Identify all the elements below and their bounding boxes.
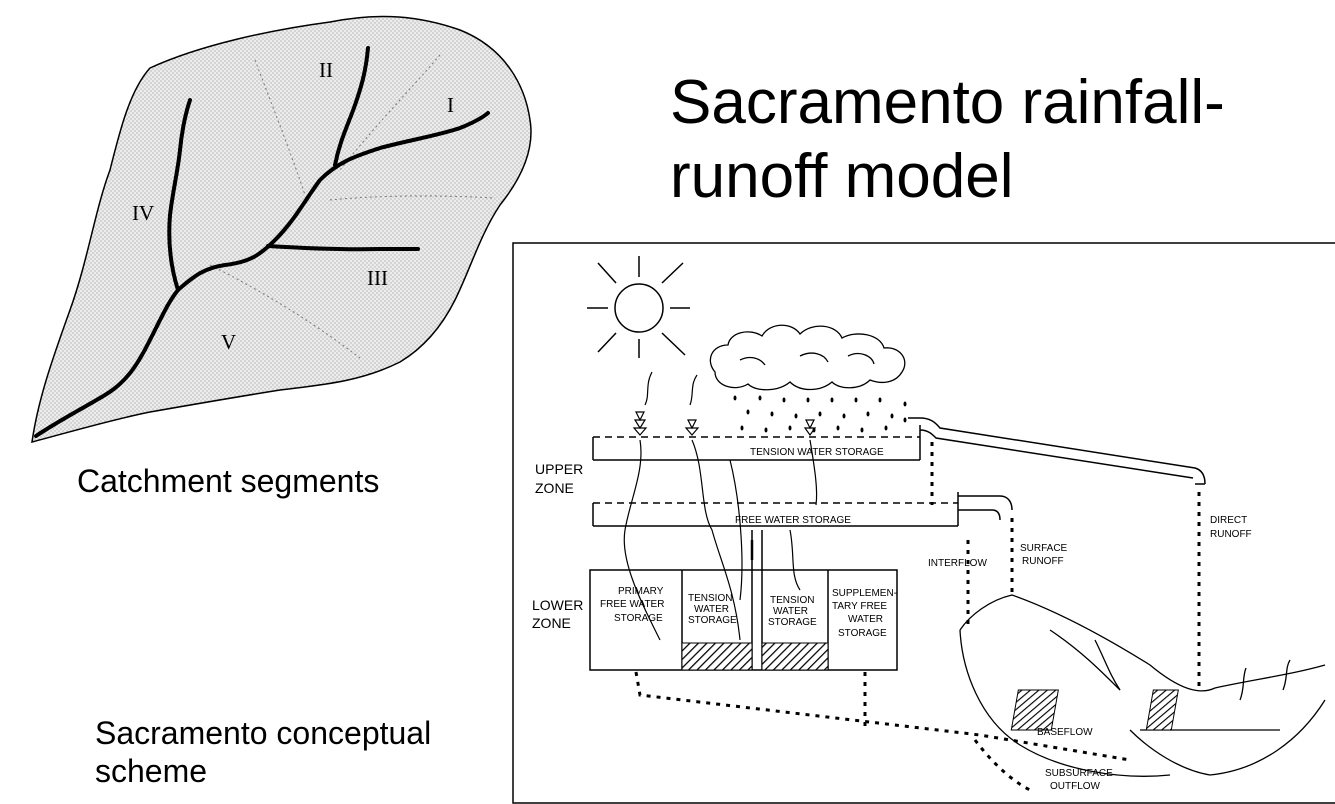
scheme-diagram: TENSION WATER STORAGE FREE WATER STORAGE xyxy=(512,242,1335,804)
catchment-caption: Catchment segments xyxy=(77,463,380,499)
tension-a-label-3: STORAGE xyxy=(688,615,737,626)
subsurface-label-1: SUBSURFACE xyxy=(1045,768,1113,779)
catchment-outline xyxy=(31,15,532,444)
interflow-label: INTERFLOW xyxy=(928,558,987,569)
tension-a-label-1: TENSION xyxy=(688,593,732,604)
title-line-1: Sacramento rainfall- xyxy=(670,68,1225,137)
primary-label-3: STORAGE xyxy=(614,613,663,624)
tension-b-label-2: WATER xyxy=(773,606,808,617)
tension-water-storage-upper xyxy=(592,425,921,461)
supp-label-2: TARY FREE xyxy=(832,601,887,612)
supp-label-3: WATER xyxy=(848,614,883,625)
channel-hatch-right xyxy=(1145,689,1179,731)
tributary-iii xyxy=(266,244,420,252)
page-title: Sacramento rainfall- runoff model xyxy=(670,66,1310,214)
scheme-caption: Sacramento conceptual scheme xyxy=(95,714,495,790)
segment-label-iv: IV xyxy=(132,201,154,225)
tension-b-label-1: TENSION xyxy=(770,595,814,606)
direct-runoff-pipe xyxy=(908,417,1206,485)
segment-label-v: V xyxy=(221,330,236,354)
tension-water-storage-label: TENSION WATER STORAGE xyxy=(750,447,884,458)
segment-label-ii: II xyxy=(319,58,333,82)
tributary-iv xyxy=(167,98,192,292)
tension-hatch-left xyxy=(681,642,753,671)
cloud-icon xyxy=(709,324,906,391)
segment-label-i: I xyxy=(447,93,454,117)
tension-a-label-2: WATER xyxy=(694,604,729,615)
free-water-storage-upper xyxy=(592,492,1013,527)
subsurface-label-2: OUTFLOW xyxy=(1050,781,1101,792)
channel-hatch-left xyxy=(1010,689,1059,731)
upper-zone-label-1: UPPER xyxy=(535,461,583,477)
surface-runoff-label-2: RUNOFF xyxy=(1022,556,1064,567)
lower-zone-label-2: ZONE xyxy=(532,615,571,631)
flow-paths xyxy=(634,442,1201,792)
catchment-map: I II III IV V xyxy=(31,15,532,444)
free-water-storage-label: FREE WATER STORAGE xyxy=(735,515,851,526)
main-river xyxy=(34,111,490,438)
segment-boundaries xyxy=(209,54,496,359)
lower-zone-label-1: LOWER xyxy=(532,597,583,613)
surface-runoff-label-1: SURFACE xyxy=(1020,543,1068,554)
tributary-ii xyxy=(333,46,370,167)
title-line-2: runoff model xyxy=(670,142,1014,211)
segment-label-iii: III xyxy=(367,266,388,290)
tension-b-label-3: STORAGE xyxy=(768,617,817,628)
sun-icon xyxy=(587,256,690,358)
hillslope-terrain xyxy=(959,594,1326,777)
direct-runoff-label-1: DIRECT xyxy=(1210,515,1247,526)
tree-icons xyxy=(632,371,817,437)
primary-label-2: FREE WATER xyxy=(600,599,664,610)
direct-runoff-label-2: RUNOFF xyxy=(1210,529,1252,540)
scheme-caption-line-2: scheme xyxy=(95,753,208,789)
percolation-lines xyxy=(623,439,818,641)
supp-label-1: SUPPLEMEN- xyxy=(832,588,897,599)
upper-zone-label-2: ZONE xyxy=(535,480,574,496)
supp-label-4: STORAGE xyxy=(838,628,887,639)
scheme-caption-line-1: Sacramento conceptual xyxy=(95,715,432,751)
tension-hatch-right xyxy=(761,642,829,671)
river-network xyxy=(34,46,490,438)
baseflow-label: BASEFLOW xyxy=(1037,727,1093,738)
primary-label-1: PRIMARY xyxy=(618,586,664,597)
